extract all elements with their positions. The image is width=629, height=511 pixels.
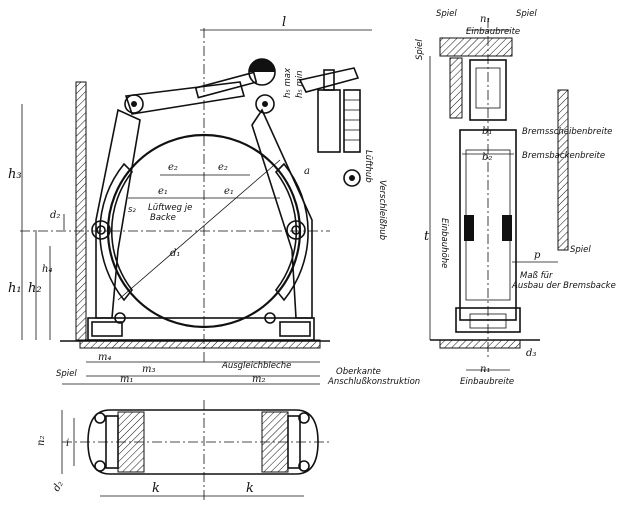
dim-k-left: k: [152, 481, 160, 496]
dim-h5-max: h₅ max: [283, 67, 293, 98]
front-view: [20, 28, 372, 385]
dim-e2-left: e₂: [168, 162, 178, 173]
base-plate: [87, 317, 315, 341]
dim-t: t: [424, 229, 430, 244]
spiel-top-left-label: Spiel: [436, 9, 457, 19]
dim-h2: h₂: [28, 281, 42, 296]
dim-h5-min: h₅ min: [295, 70, 305, 98]
labels: l h₃ h₁ h₂ h₄ d₂ e₂ e₂ e₁ e₁ d₁ a s₂ Lüf…: [8, 9, 616, 496]
dim-h3: h₃: [8, 167, 22, 182]
dim-s2: s₂: [128, 205, 136, 215]
backe-label: Backe: [150, 213, 176, 223]
side-top-hatch: [439, 37, 513, 57]
dim-h4: h₄: [42, 264, 52, 275]
dim-d3: d₃: [526, 348, 536, 359]
verschleisshub-label: Verschleißhub: [377, 180, 387, 240]
dim-m2: m₂: [252, 374, 266, 385]
ausgleichbleche-label: Ausgleichbleche: [221, 361, 291, 371]
dim-i: i: [66, 438, 69, 449]
bremsbackenbreite-label: Bremsbackenbreite: [522, 151, 605, 161]
left-brake-shoe: [99, 162, 134, 302]
dim-l: l: [282, 15, 286, 30]
dim-b1: b₁: [482, 126, 492, 137]
dim-d1: d₁: [170, 248, 180, 259]
einbaubreite-top-label: Einbaubreite: [466, 27, 520, 37]
dim-n1-bottom: n₁: [480, 364, 490, 375]
dim-m4: m₄: [98, 352, 112, 363]
bremsscheibenbreite-label: Bremsscheibenbreite: [522, 127, 612, 137]
einbaubreite-bottom-label: Einbaubreite: [460, 377, 514, 387]
dim-d2-plan: d₂: [51, 479, 66, 494]
dim-n2: n₂: [36, 436, 47, 446]
mass-fuer-label: Maß für: [520, 271, 553, 281]
dim-m1: m₁: [120, 374, 134, 385]
dim-n1-top: n₁: [480, 14, 490, 25]
plan-base-outline: [87, 409, 319, 475]
left-lever-arm: [95, 108, 141, 319]
einbauhoehe-label: Einbauhöhe: [439, 218, 449, 268]
spiel-right-label: Spiel: [570, 245, 591, 255]
dim-e1-right: e₁: [224, 186, 234, 197]
dim-m3: m₃: [142, 364, 156, 375]
dim-b2: b₂: [482, 152, 492, 163]
dim-e1-left: e₁: [158, 186, 168, 197]
left-wall: [75, 81, 87, 341]
lifter-cylinder: [317, 89, 341, 153]
dim-d2: d₂: [50, 210, 60, 221]
spiel-front-label: Spiel: [56, 369, 77, 379]
plan-view: [61, 400, 330, 500]
dim-h1: h₁: [8, 281, 22, 296]
spiel-side-label: Spiel: [415, 39, 425, 60]
ausbau-label: Ausbau der Bremsbacke: [511, 281, 616, 291]
top-linkage: [124, 81, 246, 115]
dim-e2-right: e₂: [218, 162, 228, 173]
dim-p: p: [534, 250, 541, 261]
lifter-bellows: [343, 89, 361, 153]
spiel-top-right-label: Spiel: [516, 9, 537, 19]
right-lever-arm: [251, 108, 313, 319]
dim-a: a: [304, 166, 310, 177]
lueftweg-je-label: Lüftweg je: [148, 203, 192, 213]
dim-k-right: k: [246, 481, 254, 496]
side-foundation: [439, 339, 521, 349]
side-view: [429, 18, 569, 371]
oberkante-label: Oberkante: [336, 367, 381, 377]
lufthub-label: Lüfthub: [363, 150, 373, 183]
anschlusskonstruktion-label: Anschlußkonstruktion: [327, 377, 420, 387]
